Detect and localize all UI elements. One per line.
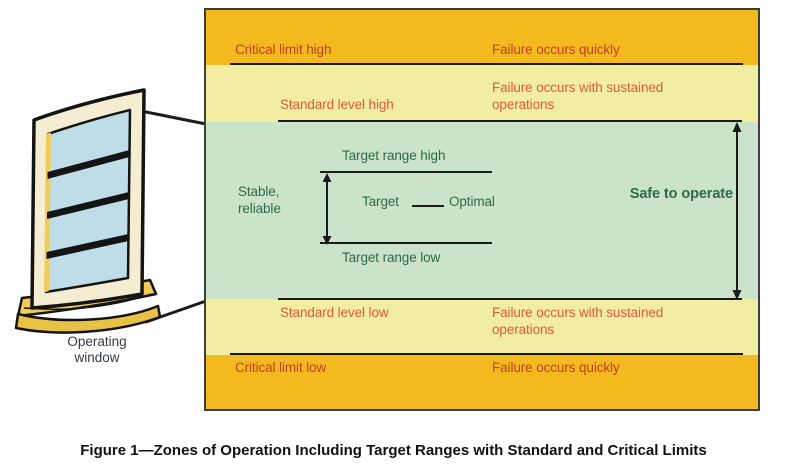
separator-standard-low	[278, 298, 742, 300]
window-sash-bar	[46, 234, 129, 259]
label-stable-reliable: Stable, reliable	[238, 184, 281, 216]
label-critical-limit-high: Critical limit high	[235, 42, 332, 57]
target-optimal-connector	[412, 205, 444, 207]
label-failure-quickly-high: Failure occurs quickly	[492, 42, 620, 57]
safe-extent-arrow	[732, 122, 742, 300]
label-standard-level-low: Standard level low	[280, 305, 389, 320]
target-range-arrow	[322, 173, 332, 245]
label-standard-level-high: Standard level high	[280, 97, 394, 112]
band-safe-operating	[206, 122, 758, 299]
operating-window-label: Operating window	[67, 334, 127, 365]
target-range-high-line	[320, 171, 492, 173]
band-standard-high	[206, 65, 758, 122]
label-critical-limit-low: Critical limit low	[235, 360, 327, 375]
zones-diagram: Critical limit high Failure occurs quick…	[204, 8, 760, 411]
band-critical-high	[206, 10, 758, 65]
separator-critical-low	[230, 353, 743, 355]
separator-standard-high	[278, 120, 742, 122]
label-target-range-high: Target range high	[342, 148, 446, 163]
label-optimal: Optimal	[449, 194, 495, 209]
label-safe-to-operate: Safe to operate	[629, 186, 733, 202]
operating-window-illustration	[14, 84, 162, 336]
window-sill-front	[14, 304, 162, 334]
band-standard-low	[206, 299, 758, 355]
separator-critical-high	[230, 63, 743, 65]
label-target-range-low: Target range low	[342, 250, 441, 265]
label-failure-sustained-low: Failure occurs with sustained operations	[492, 305, 664, 337]
label-target: Target	[362, 194, 399, 209]
label-failure-quickly-low: Failure occurs quickly	[492, 360, 620, 375]
figure-caption: Figure 1—Zones of Operation Including Ta…	[80, 442, 707, 459]
target-range-low-line	[320, 242, 492, 244]
window-sill-detail	[23, 293, 153, 310]
label-failure-sustained-high: Failure occurs with sustained operations	[492, 80, 664, 112]
window-sash-bar	[47, 192, 129, 219]
window-sash-bar	[47, 150, 130, 179]
band-critical-low	[206, 355, 758, 409]
